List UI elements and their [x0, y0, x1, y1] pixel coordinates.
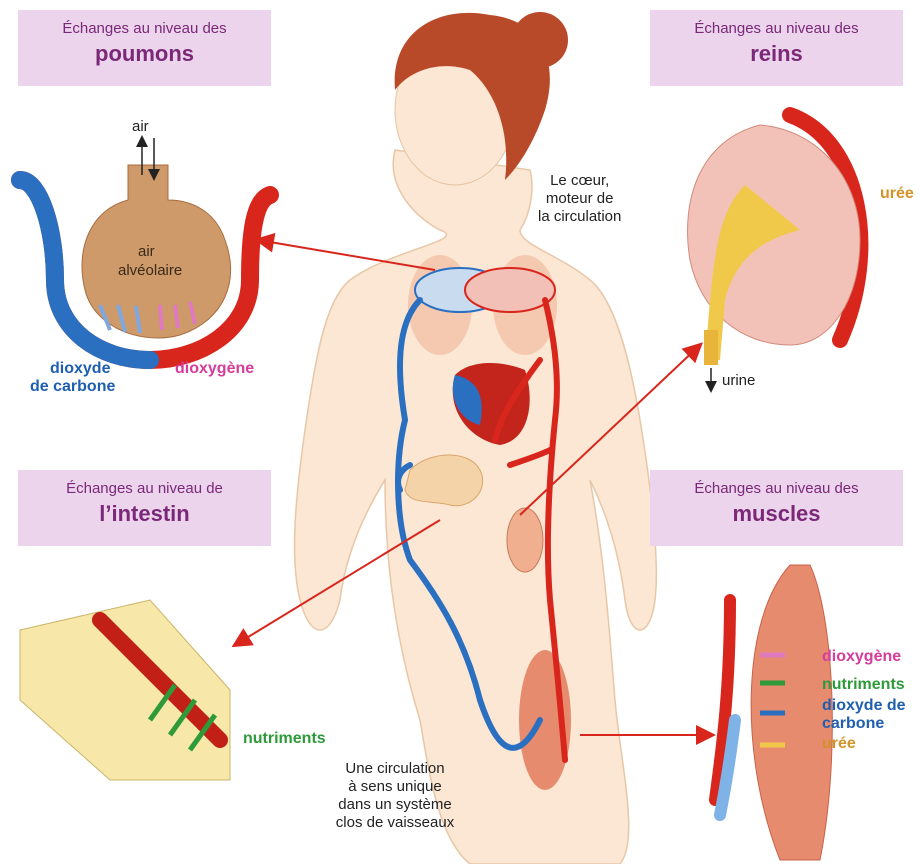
muscle-detail — [715, 565, 832, 860]
kidney-organ — [507, 508, 543, 572]
panel-intestine-small: Échanges au niveau de — [18, 480, 271, 497]
circulation-caption-line4: clos de vaisseaux — [325, 814, 465, 832]
label-muscle-co2-2: carbone — [822, 715, 884, 733]
circulation-caption-line1: Une circulation — [325, 760, 465, 778]
panel-lungs-small: Échanges au niveau des — [18, 20, 271, 37]
label-air: air — [132, 118, 149, 136]
panel-kidneys-small: Échanges au niveau des — [650, 20, 903, 37]
kidney-detail — [688, 115, 861, 390]
label-co2-line1: dioxyde — [50, 360, 110, 378]
label-muscle-nutriments: nutriments — [822, 676, 905, 694]
label-o2: dioxygène — [175, 360, 254, 378]
panel-intestine: Échanges au niveau de l’intestin — [18, 470, 271, 546]
panel-lungs: Échanges au niveau des poumons — [18, 10, 271, 86]
circulation-caption-line3: dans un système — [325, 796, 465, 814]
panel-kidneys-big: reins — [650, 41, 903, 67]
label-muscle-uree: urée — [822, 735, 856, 753]
panel-muscles-small: Échanges au niveau des — [650, 480, 903, 497]
body-silhouette — [295, 150, 657, 864]
heart-caption: Le cœur, moteur de la circulation — [538, 172, 621, 226]
heart-caption-line1: Le cœur, — [538, 172, 621, 190]
circulation-caption-line2: à sens unique — [325, 778, 465, 796]
panel-kidneys: Échanges au niveau des reins — [650, 10, 903, 86]
panel-intestine-big: l’intestin — [18, 501, 271, 527]
label-alveolar-air-1: air — [138, 243, 155, 261]
circulation-caption: Une circulation à sens unique dans un sy… — [325, 760, 465, 832]
label-muscle-o2: dioxygène — [822, 648, 901, 666]
heart-caption-line2: moteur de — [538, 190, 621, 208]
label-intestine-nutriments: nutriments — [243, 730, 326, 748]
panel-muscles-big: muscles — [650, 501, 903, 527]
label-urine: urine — [722, 372, 755, 390]
head — [395, 12, 568, 185]
label-muscle-co2-1: dioxyde de — [822, 697, 906, 715]
heart-caption-line3: la circulation — [538, 208, 621, 226]
label-alveolar-air-2: alvéolaire — [118, 262, 182, 280]
label-kidney-uree: urée — [880, 185, 914, 203]
label-co2-line2: de carbone — [30, 378, 115, 396]
intestine-detail — [20, 600, 230, 780]
panel-lungs-big: poumons — [18, 41, 271, 67]
panel-muscles: Échanges au niveau des muscles — [650, 470, 903, 546]
